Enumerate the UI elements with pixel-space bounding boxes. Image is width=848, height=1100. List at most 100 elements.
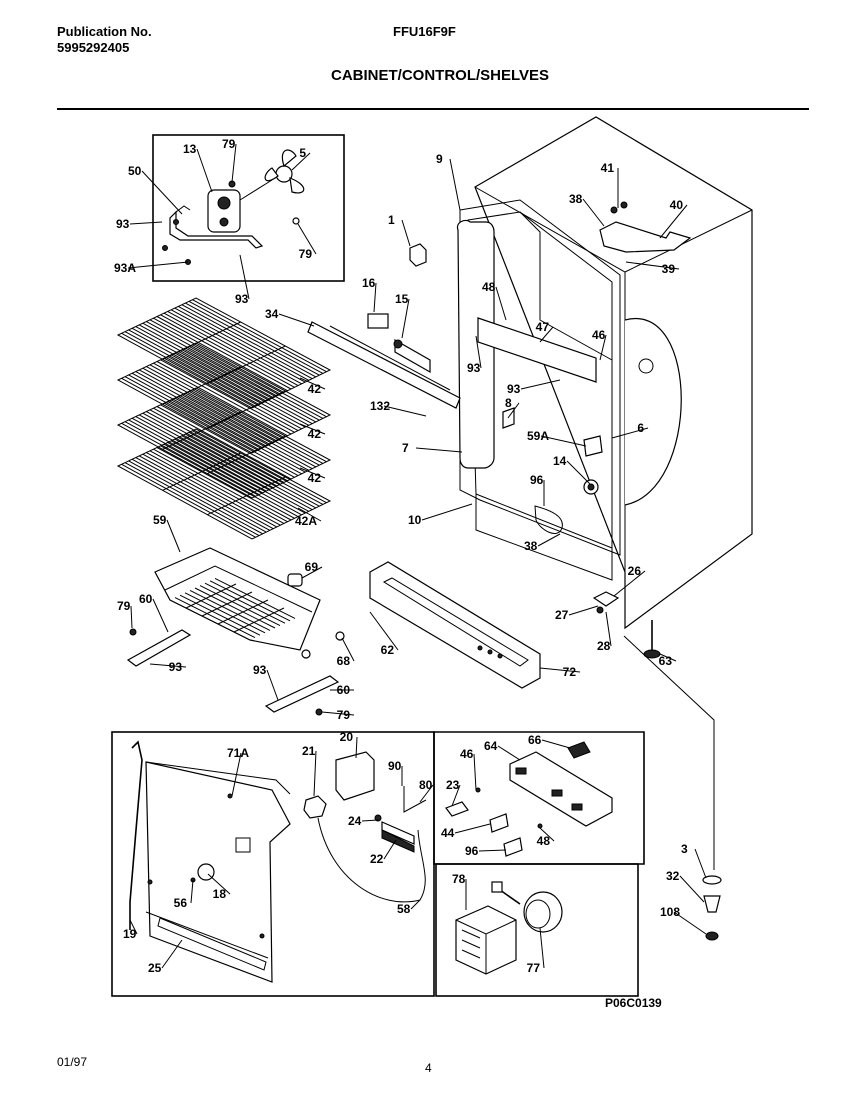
part-label: 42 — [308, 471, 322, 485]
part-label: 96 — [530, 473, 544, 487]
freezer-basket — [154, 547, 321, 651]
cabinet — [307, 116, 753, 659]
leader-line — [539, 326, 554, 343]
wire-shelves — [116, 297, 332, 540]
part-label: 32 — [666, 869, 680, 883]
part-label: 56 — [174, 896, 188, 910]
leader-line — [673, 911, 707, 935]
leader-line — [355, 736, 358, 759]
part-label: 80 — [419, 778, 433, 792]
part-label: 22 — [370, 852, 384, 866]
part-label: 93 — [116, 217, 130, 231]
leader-line — [449, 158, 461, 211]
leader-line — [152, 598, 169, 633]
leader-line — [266, 669, 279, 701]
part-label: 72 — [563, 665, 577, 679]
part-label: 48 — [482, 280, 496, 294]
leader-line — [539, 667, 581, 673]
part-label: 24 — [348, 814, 362, 828]
leader-line — [373, 282, 377, 313]
leader-line — [297, 223, 317, 255]
leader-line — [613, 570, 646, 597]
part-label: 25 — [148, 961, 162, 975]
part-label: 44 — [441, 826, 455, 840]
leader-line — [599, 334, 607, 361]
part-label: 5 — [299, 146, 306, 160]
leader-line — [566, 460, 591, 485]
leader-line — [141, 170, 183, 215]
part-label: 58 — [397, 902, 411, 916]
leader-line — [127, 261, 189, 269]
leader-line — [401, 298, 410, 339]
leader-line — [537, 533, 561, 547]
shelf-support-47 — [477, 317, 597, 383]
leader-line — [313, 750, 317, 797]
leader-line — [421, 503, 473, 521]
part-label: 108 — [660, 905, 680, 919]
leader-line — [291, 152, 311, 171]
leader-line — [299, 377, 326, 390]
leader-line — [129, 919, 138, 935]
part-label: 79 — [337, 708, 351, 722]
part-label: 27 — [555, 608, 569, 622]
leader-line — [605, 611, 612, 647]
leader-line — [541, 739, 571, 749]
part-label: 26 — [628, 564, 642, 578]
part-label: 19 — [123, 927, 137, 941]
part-label: 77 — [527, 961, 541, 975]
leader-line — [196, 148, 213, 193]
leader-line — [149, 663, 187, 668]
leader-line — [301, 566, 323, 579]
leader-line — [539, 827, 555, 842]
part-label: 69 — [305, 560, 319, 574]
leader-line — [190, 879, 194, 904]
leader-line — [568, 605, 599, 616]
leader-line — [161, 939, 183, 969]
part-label: 7 — [402, 441, 409, 455]
page-number: 4 — [425, 1061, 432, 1075]
basket-stop — [287, 573, 303, 587]
top-hinge — [599, 221, 692, 253]
leader-lines — [127, 143, 707, 969]
part-label: 1 — [388, 213, 395, 227]
part-label: 78 — [452, 872, 466, 886]
leader-line — [582, 198, 605, 227]
part-label: 16 — [362, 276, 376, 290]
part-label: 34 — [265, 307, 279, 321]
leader-line — [299, 423, 326, 435]
part-label: 41 — [601, 161, 615, 175]
leader-line — [231, 143, 237, 183]
part-label: 9 — [436, 152, 443, 166]
leader-line — [659, 653, 677, 662]
part-label: 93A — [114, 261, 136, 275]
part-label: 38 — [524, 539, 538, 553]
leader-line — [415, 447, 463, 453]
part-label: 64 — [484, 739, 498, 753]
leader-line — [369, 611, 399, 651]
leader-line — [410, 899, 421, 910]
part-label: 28 — [597, 639, 611, 653]
publication-label: Publication No. — [57, 24, 152, 39]
leader-line — [473, 753, 477, 791]
leader-line — [659, 204, 688, 239]
door-gasket — [456, 219, 495, 469]
part-label: 46 — [592, 328, 606, 342]
part-label: 38 — [569, 192, 583, 206]
grommet-79 — [292, 217, 300, 225]
liner — [459, 199, 621, 556]
fan-inset-frame — [152, 134, 345, 282]
part-label: 42 — [308, 427, 322, 441]
part-label: 48 — [537, 834, 551, 848]
leader-line — [383, 405, 427, 417]
part-label: 62 — [381, 643, 395, 657]
fan-motor-inset — [152, 134, 345, 282]
basket-wire-grid — [174, 577, 296, 639]
thermostat-66 — [567, 741, 591, 759]
part-label: 21 — [302, 744, 316, 758]
basket-slides — [126, 628, 345, 716]
part-label: 66 — [528, 733, 542, 747]
leader-line — [129, 221, 163, 225]
part-label: 68 — [337, 654, 351, 668]
